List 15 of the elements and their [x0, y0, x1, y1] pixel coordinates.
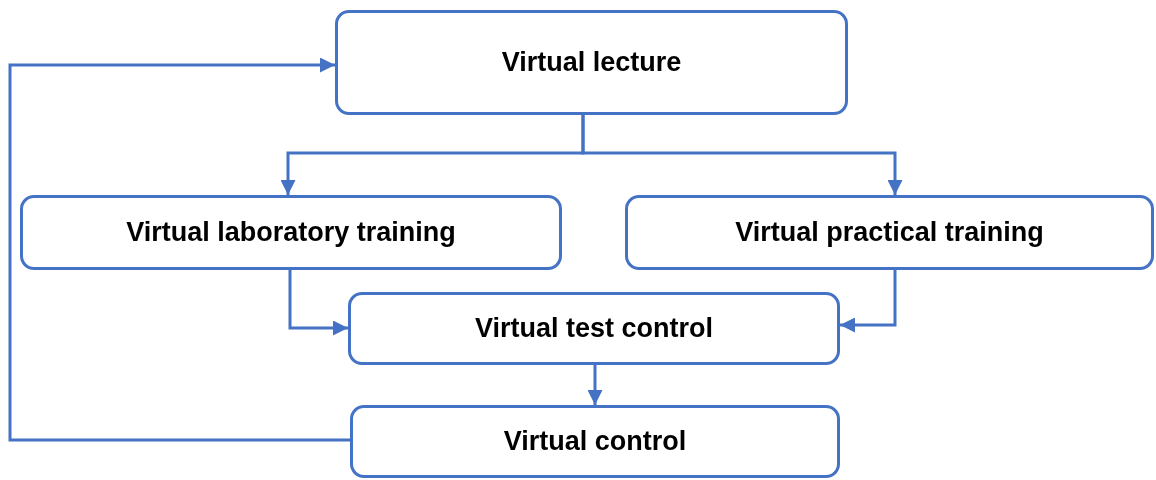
process-box: [350, 405, 840, 478]
connector-arrow: [581, 115, 903, 195]
connector-arrow: [587, 365, 603, 405]
connector-arrow: [840, 270, 897, 333]
box-label: Virtual control: [503, 426, 687, 457]
connector-arrow: [8, 57, 350, 442]
process-box: [20, 195, 562, 270]
connector-arrow: [288, 270, 348, 336]
process-box: [348, 292, 840, 365]
box-label: Virtual practical training: [735, 217, 1044, 248]
process-box: [625, 195, 1154, 270]
box-label: Virtual lecture: [501, 47, 682, 78]
box-label: Virtual laboratory training: [126, 217, 456, 248]
process-box: [335, 10, 848, 115]
box-label: Virtual test control: [474, 313, 713, 344]
